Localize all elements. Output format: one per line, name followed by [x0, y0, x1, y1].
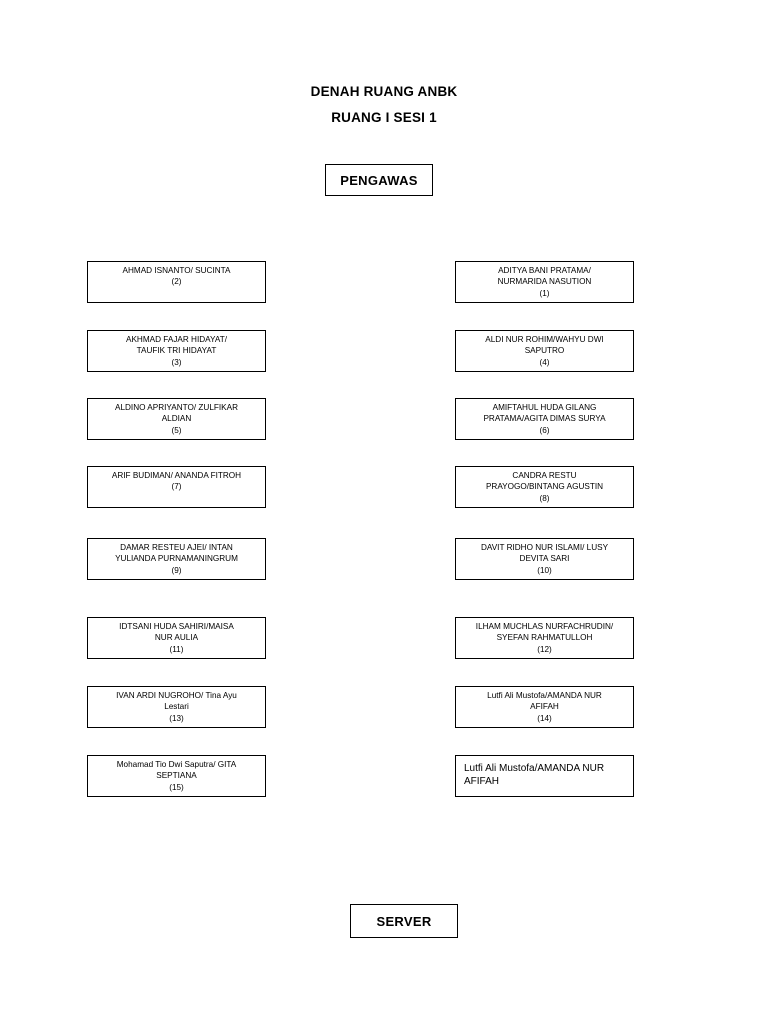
- seat-number: (6): [539, 425, 550, 435]
- seat-box: Mohamad Tio Dwi Saputra/ GITA SEPTIANA(1…: [87, 755, 266, 797]
- supervisor-box: PENGAWAS: [325, 164, 433, 196]
- seat-number: (9): [171, 565, 182, 575]
- seat-box: DAMAR RESTEU AJEI/ INTAN YULIANDA PURNAM…: [87, 538, 266, 580]
- server-label: SERVER: [376, 913, 432, 929]
- seat-number: (11): [169, 644, 184, 654]
- supervisor-label: PENGAWAS: [340, 172, 418, 188]
- seat-box: AMIFTAHUL HUDA GILANG PRATAMA/AGITA DIMA…: [455, 398, 634, 440]
- seat-participant-names: Lutfi Ali Mustofa/AMANDA NUR AFIFAH: [464, 763, 605, 787]
- seat-number: (13): [169, 713, 184, 723]
- seat-participant-names: ADITYA BANI PRATAMA/ NURMARIDA NASUTION: [497, 266, 592, 287]
- seat-box: Lutfi Ali Mustofa/AMANDA NUR AFIFAH: [455, 755, 634, 797]
- seat-participant-names: Lutfi Ali Mustofa/AMANDA NUR AFIFAH: [487, 691, 602, 712]
- seat-box: Lutfi Ali Mustofa/AMANDA NUR AFIFAH(14): [455, 686, 634, 728]
- seat-box: ARIF BUDIMAN/ ANANDA FITROH (7): [87, 466, 266, 508]
- seat-participant-names: DAVIT RIDHO NUR ISLAMI/ LUSY DEVITA SARI: [480, 543, 609, 564]
- seat-number: (5): [171, 425, 182, 435]
- seat-box: IDTSANI HUDA SAHIRI/MAISA NUR AULIA(11): [87, 617, 266, 659]
- seat-participant-names: ALDINO APRIYANTO/ ZULFIKAR ALDIAN: [115, 403, 238, 424]
- seat-number: (14): [537, 713, 552, 723]
- seat-participant-names: AMIFTAHUL HUDA GILANG PRATAMA/AGITA DIMA…: [483, 403, 606, 424]
- seat-number: (15): [169, 782, 184, 792]
- seat-participant-names: ALDI NUR ROHIM/WAHYU DWI SAPUTRO: [485, 335, 604, 356]
- seat-participant-names: IDTSANI HUDA SAHIRI/MAISA NUR AULIA: [119, 622, 234, 643]
- seat-participant-names: ILHAM MUCHLAS NURFACHRUDIN/ SYEFAN RAHMA…: [475, 622, 614, 643]
- seat-box: AKHMAD FAJAR HIDAYAT/ TAUFIK TRI HIDAYAT…: [87, 330, 266, 372]
- seat-box: AHMAD ISNANTO/ SUCINTA (2): [87, 261, 266, 303]
- seat-box: IVAN ARDI NUGROHO/ Tina Ayu Lestari(13): [87, 686, 266, 728]
- seat-participant-names: IVAN ARDI NUGROHO/ Tina Ayu Lestari: [116, 691, 237, 712]
- seat-participant-names: DAMAR RESTEU AJEI/ INTAN YULIANDA PURNAM…: [115, 543, 238, 564]
- seat-participant-names: AHMAD ISNANTO/ SUCINTA: [122, 266, 231, 275]
- page-subtitle: RUANG I SESI 1: [331, 110, 437, 125]
- seat-participant-names: Mohamad Tio Dwi Saputra/ GITA SEPTIANA: [116, 760, 237, 781]
- seat-box: CANDRA RESTU PRAYOGO/BINTANG AGUSTIN(8): [455, 466, 634, 508]
- seat-participant-names: AKHMAD FAJAR HIDAYAT/ TAUFIK TRI HIDAYAT: [126, 335, 227, 356]
- seat-participant-names: CANDRA RESTU PRAYOGO/BINTANG AGUSTIN: [485, 471, 604, 492]
- seat-number: (12): [537, 644, 552, 654]
- seat-box: ALDI NUR ROHIM/WAHYU DWI SAPUTRO(4): [455, 330, 634, 372]
- seat-participant-names: ARIF BUDIMAN/ ANANDA FITROH: [111, 471, 242, 480]
- seat-box: ADITYA BANI PRATAMA/ NURMARIDA NASUTION(…: [455, 261, 634, 303]
- seat-box: DAVIT RIDHO NUR ISLAMI/ LUSY DEVITA SARI…: [455, 538, 634, 580]
- seat-number: (4): [539, 357, 550, 367]
- seat-number: (3): [171, 357, 182, 367]
- seat-number: (7): [171, 482, 182, 492]
- seat-number: (2): [171, 277, 182, 287]
- seat-number: (10): [537, 565, 552, 575]
- page-title: DENAH RUANG ANBK: [310, 84, 458, 99]
- seat-number: (1): [539, 288, 550, 298]
- seat-number: (8): [539, 493, 550, 503]
- server-box: SERVER: [350, 904, 458, 938]
- seat-box: ALDINO APRIYANTO/ ZULFIKAR ALDIAN(5): [87, 398, 266, 440]
- seat-box: ILHAM MUCHLAS NURFACHRUDIN/ SYEFAN RAHMA…: [455, 617, 634, 659]
